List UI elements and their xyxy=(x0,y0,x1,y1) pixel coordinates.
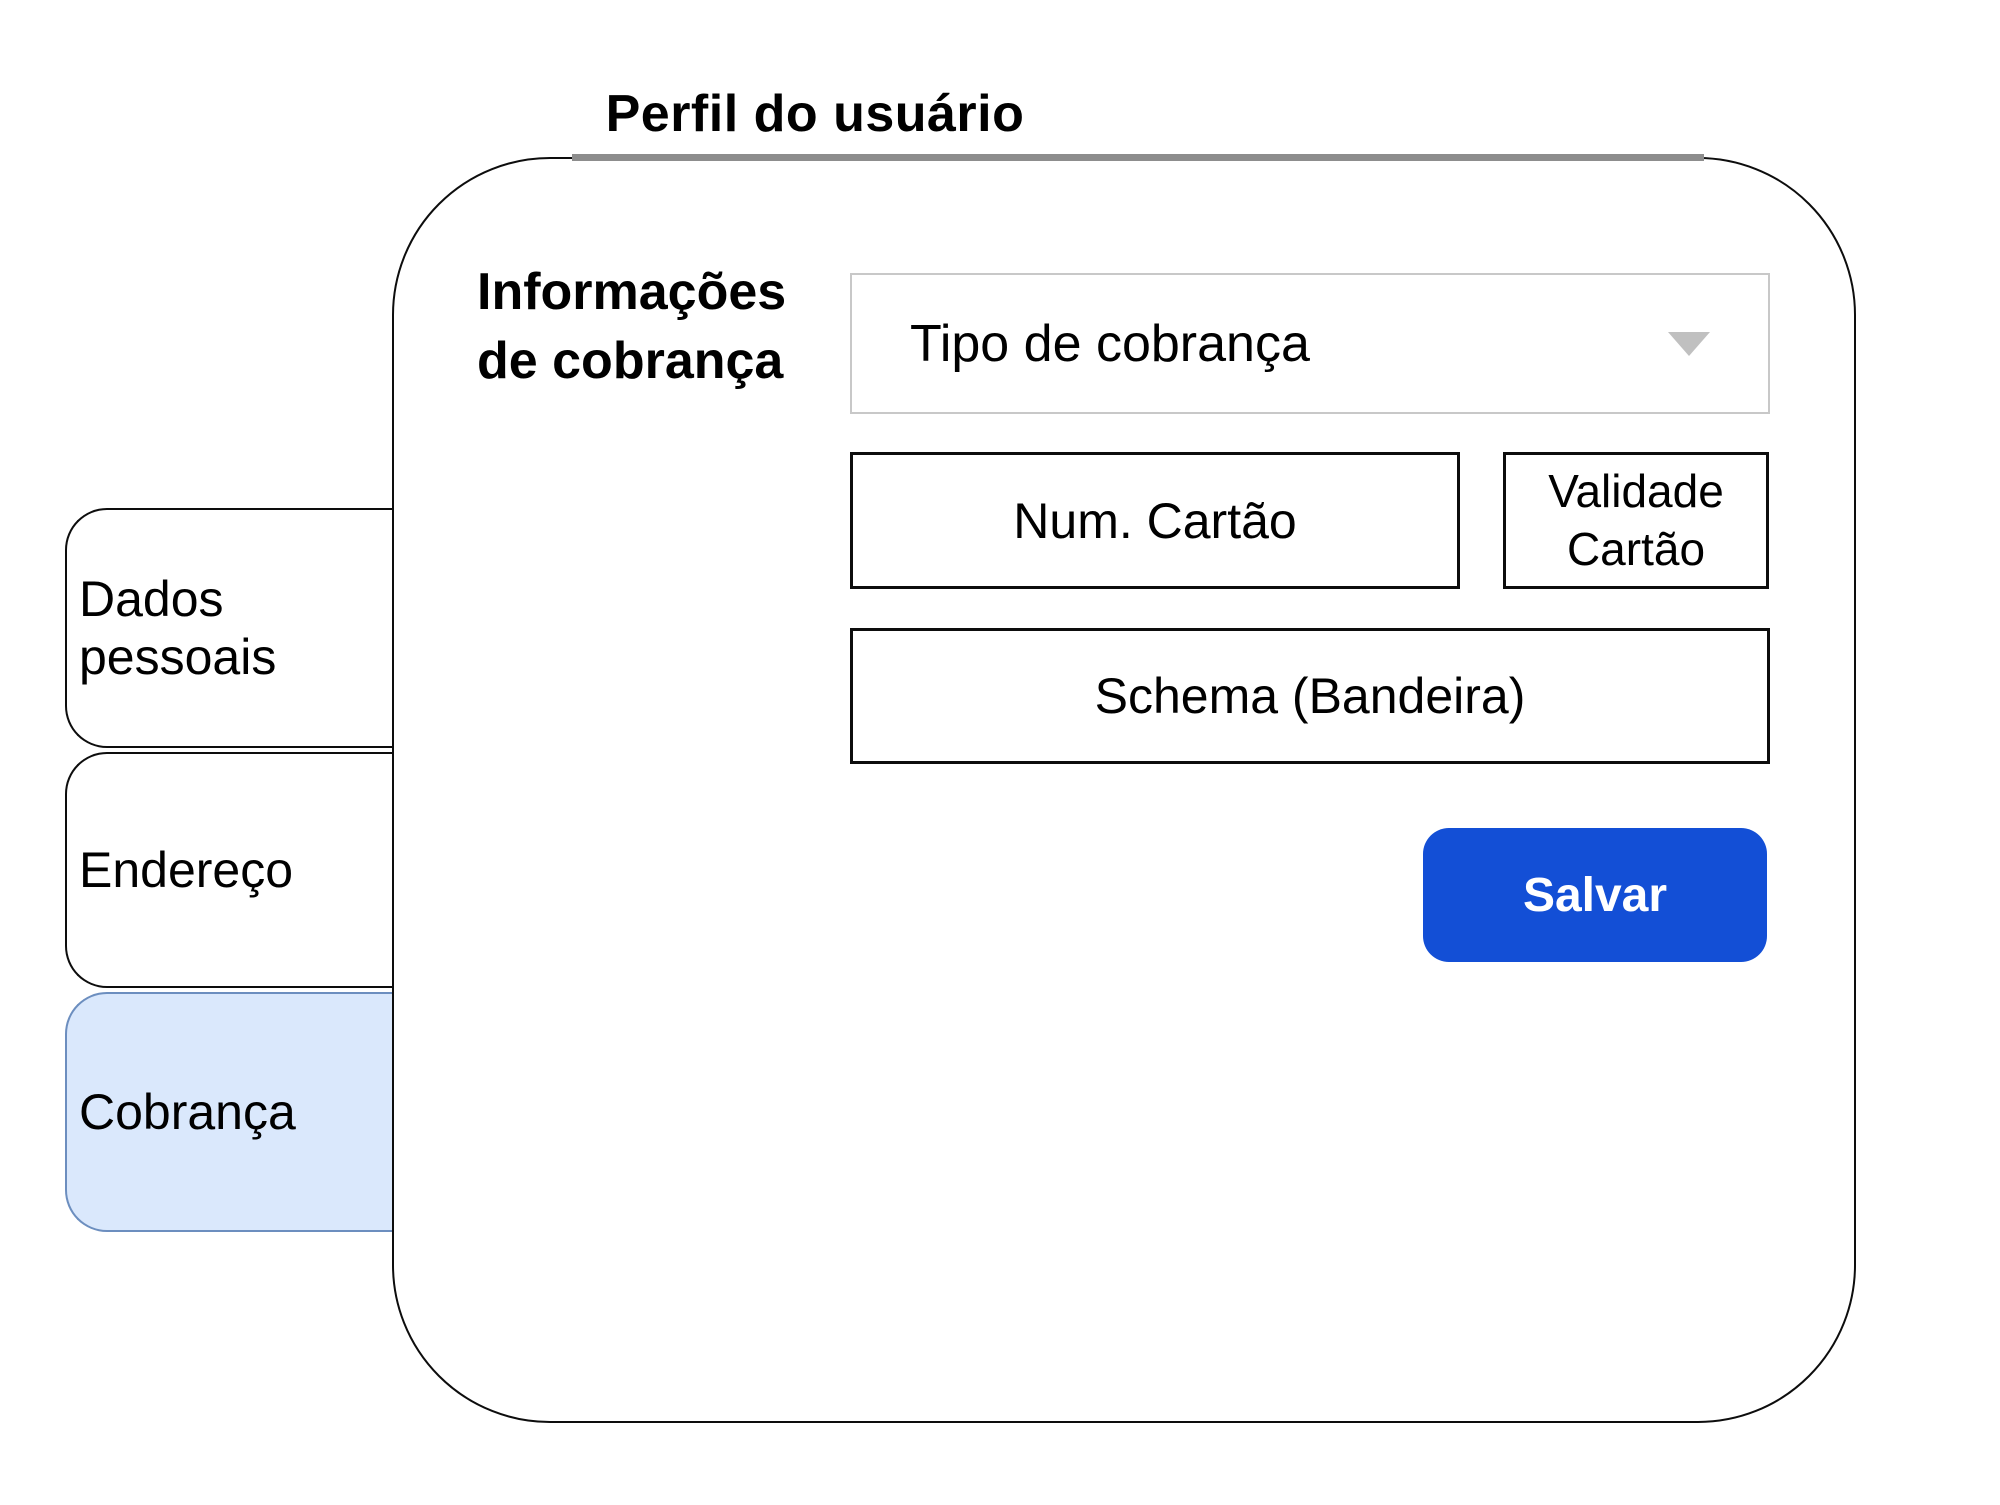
num-cartao-input[interactable]: Num. Cartão xyxy=(850,452,1460,589)
billing-info-label: Informações de cobrança xyxy=(477,263,787,390)
tab-endereco[interactable]: Endereço xyxy=(65,752,394,988)
schema-bandeira-placeholder: Schema (Bandeira) xyxy=(1094,668,1526,724)
tipo-cobranca-dropdown[interactable]: Tipo de cobrança xyxy=(850,273,1770,414)
validade-cartao-placeholder: Validade Cartão xyxy=(1548,465,1724,575)
chevron-down-icon xyxy=(1668,331,1710,356)
panel-top-divider xyxy=(572,154,1704,161)
tab-cobranca-label: Cobrança xyxy=(79,1084,296,1140)
page-title: Perfil do usuário xyxy=(605,85,1025,143)
num-cartao-placeholder: Num. Cartão xyxy=(1013,492,1297,549)
validade-cartao-input[interactable]: Validade Cartão xyxy=(1503,452,1769,589)
tab-cobranca[interactable]: Cobrança xyxy=(65,992,394,1232)
save-button[interactable]: Salvar xyxy=(1423,828,1767,962)
schema-bandeira-input[interactable]: Schema (Bandeira) xyxy=(850,628,1770,764)
tab-dados-pessoais[interactable]: Dados pessoais xyxy=(65,508,394,748)
tab-dados-pessoais-label: Dados pessoais xyxy=(79,571,277,685)
tipo-cobranca-placeholder: Tipo de cobrança xyxy=(910,314,1310,373)
tab-endereco-label: Endereço xyxy=(79,842,294,898)
